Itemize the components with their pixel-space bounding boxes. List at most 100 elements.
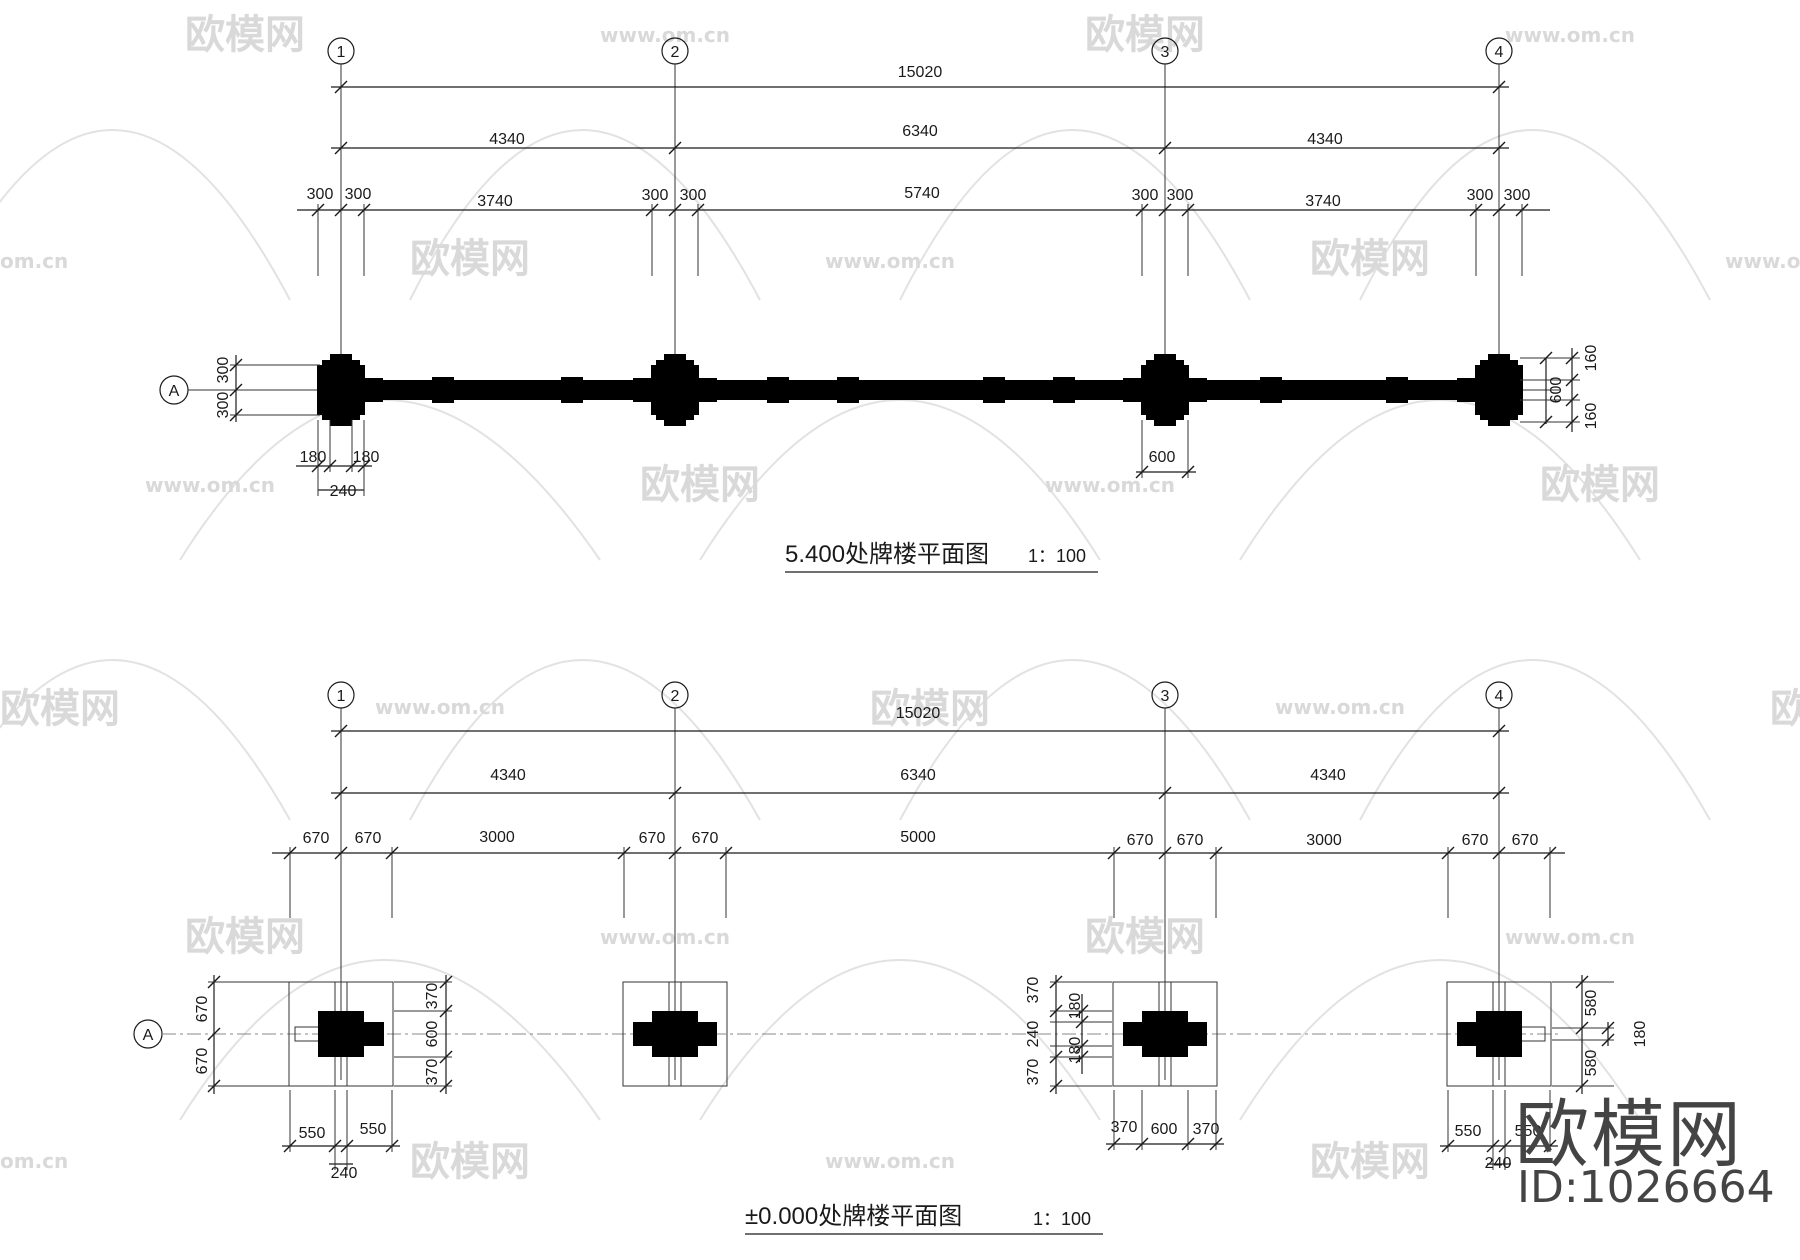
axis-label: 2 bbox=[671, 688, 680, 705]
watermark-url: www.om.cn bbox=[600, 925, 730, 949]
dim-text: 4340 bbox=[1310, 767, 1346, 784]
dim-text: 240 bbox=[1025, 1021, 1042, 1048]
dim-text: 550 bbox=[360, 1121, 387, 1138]
dim-text: 670 bbox=[1127, 832, 1154, 849]
dim-text: 550 bbox=[1515, 1123, 1542, 1140]
column-3-top bbox=[1123, 354, 1207, 426]
dim-text: 300 bbox=[680, 187, 707, 204]
dim-text: 240 bbox=[1485, 1155, 1512, 1172]
watermark-brand: 欧模网 bbox=[1085, 12, 1205, 58]
watermark-brand: 欧模网 bbox=[1540, 462, 1660, 508]
axis-label: 4 bbox=[1495, 688, 1504, 705]
plan-top-title: 5.400处牌楼平面图 1：100 bbox=[785, 541, 1098, 573]
dim-text: 300 bbox=[642, 187, 669, 204]
watermark-pattern bbox=[0, 129, 1711, 1121]
dim-text: 180 bbox=[1067, 993, 1084, 1020]
dim-text: 300 bbox=[1504, 187, 1531, 204]
footing-3 bbox=[1112, 981, 1218, 1087]
dim-text: 4340 bbox=[490, 767, 526, 784]
dim-right-top: 160 600 160 bbox=[1520, 345, 1600, 432]
dim-text: 15020 bbox=[898, 64, 943, 81]
plan-top: 1 2 3 4 15020 434 bbox=[159, 37, 1600, 573]
dim-text: 370 bbox=[424, 1059, 441, 1086]
plan-bottom: 1 2 3 4 15020 4340 6340 bbox=[133, 681, 1649, 1235]
dim-text: 670 bbox=[639, 830, 666, 847]
drawing-scale: 1：100 bbox=[1028, 546, 1086, 566]
dim-text: 180 bbox=[1632, 1021, 1649, 1048]
dim-text: 4340 bbox=[489, 131, 525, 148]
watermark-url: om.cn bbox=[0, 249, 68, 273]
dim-total-top: 15020 bbox=[331, 64, 1509, 94]
watermark-url: www.om.cn bbox=[1505, 23, 1635, 47]
dim-text: 670 bbox=[303, 830, 330, 847]
watermark-brand: 欧模网 bbox=[1310, 236, 1430, 282]
footings-bottom bbox=[288, 981, 1552, 1087]
dim-text: 240 bbox=[331, 1165, 358, 1182]
dim-text: 370 bbox=[1025, 977, 1042, 1004]
dim-text: 600 bbox=[1149, 449, 1176, 466]
dim-text: 670 bbox=[194, 1048, 211, 1075]
beam-block bbox=[561, 377, 583, 403]
watermark-brand: 欧模网 bbox=[640, 462, 760, 508]
dim-text: 180 bbox=[1067, 1037, 1084, 1064]
watermark-brand: 欧模网 bbox=[870, 686, 990, 732]
dim-text: 300 bbox=[215, 392, 232, 419]
footing-4 bbox=[1446, 981, 1552, 1087]
beam-block bbox=[1260, 377, 1282, 403]
dim-text: 3000 bbox=[1306, 832, 1342, 849]
axis-lines-bottom bbox=[340, 708, 1500, 1080]
dim-text: 670 bbox=[1462, 832, 1489, 849]
dim-text: 600 bbox=[1151, 1121, 1178, 1138]
dim-col4-bottom: 550 550 240 bbox=[1440, 1090, 1558, 1172]
dim-col1-right-bottom: 370 600 370 bbox=[394, 975, 453, 1094]
axis-label: 3 bbox=[1161, 44, 1170, 61]
dim-text: 4340 bbox=[1307, 131, 1343, 148]
dim-text: 3740 bbox=[477, 193, 513, 210]
dim-text: 670 bbox=[692, 830, 719, 847]
footing-2 bbox=[622, 981, 728, 1087]
dim-col3-bottom: 370 600 370 bbox=[1106, 1090, 1224, 1151]
watermark-brand: 欧模网 bbox=[410, 1139, 530, 1185]
watermark-url: www.om.cn bbox=[145, 473, 275, 497]
dim-bottom-left-top: 180 180 240 bbox=[296, 420, 379, 500]
watermark-brand: 欧模网 bbox=[185, 12, 305, 58]
column-2-top bbox=[633, 354, 717, 426]
dim-text: 670 bbox=[355, 830, 382, 847]
dim-text: 6340 bbox=[902, 123, 938, 140]
row-axis-top: A bbox=[159, 375, 1560, 405]
dim-text: 580 bbox=[1583, 1050, 1600, 1077]
dim-col3-left-bottom: 370 240 370 180 180 bbox=[1025, 975, 1112, 1094]
beam-block bbox=[1386, 377, 1408, 403]
watermark-logo: 欧模网 bbox=[1515, 1092, 1743, 1178]
dim-col4-right-bottom: 580 180 580 bbox=[1552, 975, 1649, 1094]
watermark-texts: 欧模网 欧模网 www.om.cn www.om.cn om.cn 欧模网 ww… bbox=[0, 12, 1800, 1185]
watermark-url: om.cn bbox=[0, 1149, 68, 1173]
drawing-title: 5.400处牌楼平面图 bbox=[785, 541, 989, 568]
dim-text: 670 bbox=[1512, 832, 1539, 849]
dim-text: 3000 bbox=[479, 829, 515, 846]
dim-text: 300 bbox=[307, 186, 334, 203]
dim-text: 300 bbox=[1467, 187, 1494, 204]
dim-text: 300 bbox=[215, 357, 232, 384]
dim-detail-top: 300 300 3740 300 300 5740 300 300 3740 3… bbox=[297, 185, 1550, 276]
watermark-id: ID:1026664 bbox=[1517, 1162, 1775, 1213]
row-label: A bbox=[143, 1027, 154, 1044]
dim-text: 370 bbox=[424, 983, 441, 1010]
dim-text: 180 bbox=[353, 449, 380, 466]
axis-label: 4 bbox=[1495, 44, 1504, 61]
dim-text: 580 bbox=[1583, 990, 1600, 1017]
column-4-top bbox=[1457, 354, 1523, 426]
watermark-brand: 欧模网 bbox=[1310, 1139, 1430, 1185]
dim-text: 160 bbox=[1583, 345, 1600, 372]
beam-block bbox=[432, 377, 454, 403]
dim-text: 300 bbox=[1167, 187, 1194, 204]
beam-block bbox=[837, 377, 859, 403]
dim-bottom-col3-top: 600 bbox=[1135, 420, 1196, 479]
watermark-url: www.om.cn bbox=[1275, 695, 1405, 719]
dim-bays-bottom: 4340 6340 4340 bbox=[331, 767, 1509, 800]
plan-bottom-title: ±0.000处牌楼平面图 1：100 bbox=[745, 1203, 1103, 1235]
watermark-url: www.om.cn bbox=[1045, 473, 1175, 497]
beam bbox=[341, 380, 1499, 400]
dim-text: 550 bbox=[1455, 1123, 1482, 1140]
